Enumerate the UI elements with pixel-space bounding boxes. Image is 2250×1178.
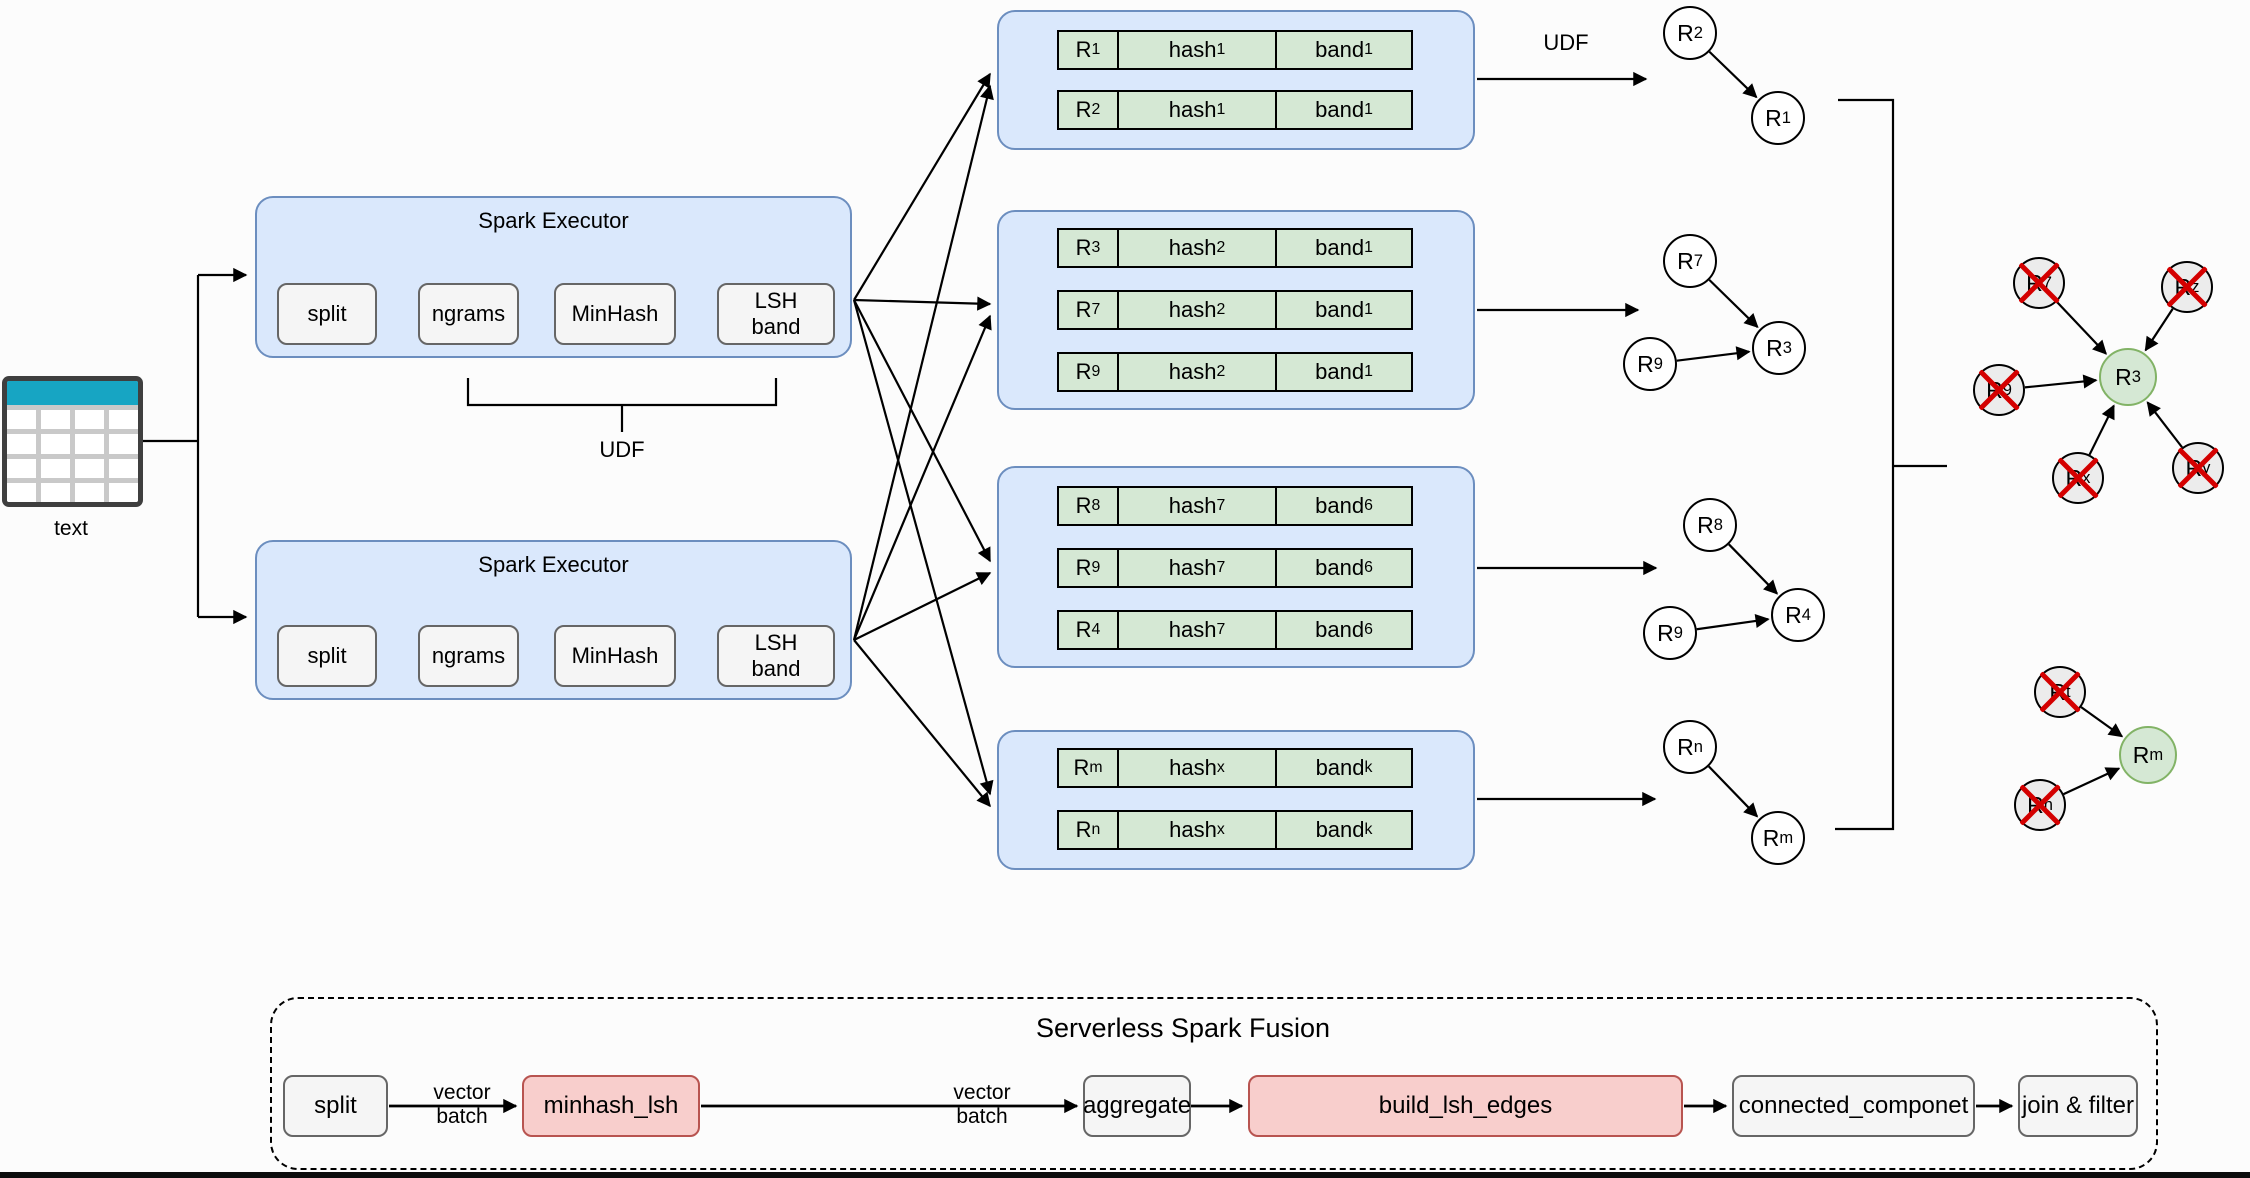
udf-bracket [466,378,778,432]
spark-executor-2-title: Spark Executor [478,552,629,577]
fusion-step-split: split [283,1075,388,1137]
fusion-step-aggregate: aggregate [1083,1075,1191,1137]
table-header-band [7,381,138,405]
source-table-label: text [54,517,88,540]
step-split: split [277,283,377,345]
graph-edges [1676,50,2184,818]
step-split: split [277,625,377,687]
step-minhash: MinHash [554,283,676,345]
vector-batch-label-1: vector batch [433,1081,491,1128]
table-grid [7,410,138,502]
step-lsh-band: LSH band [717,625,835,687]
serverless-fusion-title: Serverless Spark Fusion [1035,1013,1331,1043]
serverless-fusion-container [270,997,2158,1170]
source-table-icon [2,376,143,507]
step-lsh-band: LSH band [717,283,835,345]
fusion-step-build-lsh-edges: build_lsh_edges [1248,1075,1683,1137]
input-branch [143,267,248,625]
vector-batch-label-2: vector batch [953,1081,1011,1128]
fusion-step-minhash-lsh: minhash_lsh [522,1075,700,1137]
udf-arrow-label: UDF [1543,30,1589,55]
step-ngrams: ngrams [418,625,519,687]
step-minhash: MinHash [554,625,676,687]
merge-bracket [1835,98,1947,831]
group-output-arrows [1477,71,1658,807]
fusion-step-join-filter: join & filter [2018,1075,2138,1137]
shuffle-fan-arrows [852,72,994,808]
spark-executor-1-title: Spark Executor [478,208,629,233]
udf-bracket-label: UDF [599,437,645,462]
fusion-step-connected-componet: connected_componet [1732,1075,1975,1137]
bottom-window-edge [0,1172,2250,1178]
step-ngrams: ngrams [418,283,519,345]
